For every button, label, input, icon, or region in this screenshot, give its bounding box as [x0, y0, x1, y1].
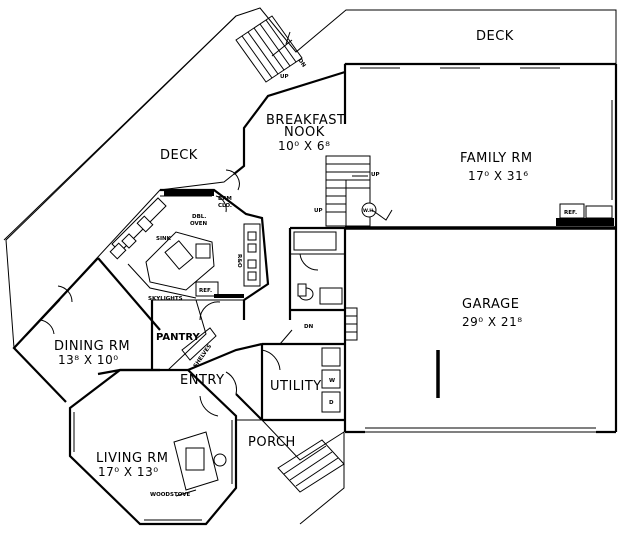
family-room	[343, 62, 618, 230]
label-breakfast-dim: 10⁰ X 6⁸	[278, 139, 330, 153]
label-pantry: PANTRY	[156, 332, 200, 343]
label-up-stair-2: UP	[314, 208, 323, 214]
label-wh: W.H.	[363, 208, 375, 214]
living-room	[68, 368, 238, 526]
label-r-o: R&O	[236, 254, 242, 268]
label-living-dim: 17⁰ X 13⁰	[98, 465, 159, 479]
label-porch: PORCH	[248, 435, 296, 450]
label-garage-dim: 29⁰ X 21⁸	[462, 315, 523, 329]
label-nook: NOOK	[284, 125, 325, 140]
label-ref-kitchen: REF.	[199, 288, 212, 294]
label-up-top: UP	[280, 74, 289, 80]
label-up-stair-1: UP	[371, 172, 380, 178]
garage	[343, 228, 618, 434]
kitchen	[109, 188, 270, 301]
breakfast-nook	[225, 70, 393, 227]
label-dining-rm: DINING RM	[54, 339, 130, 354]
label-ref-family: REF.	[564, 210, 577, 216]
utility-room	[260, 329, 345, 422]
label-d: D	[329, 400, 334, 406]
label-family-dim: 17⁰ X 31⁶	[468, 169, 529, 183]
label-dn-top: DN	[296, 58, 306, 69]
label-brm: BRM	[218, 196, 232, 202]
label-family-rm: FAMILY RM	[460, 151, 533, 166]
label-sink: SINK	[156, 236, 172, 242]
label-living-rm: LIVING RM	[96, 451, 168, 466]
label-deck-top: DECK	[476, 29, 514, 44]
label-clo: CLO.	[218, 203, 232, 209]
label-dbl: DBL.	[192, 214, 206, 220]
label-skylights: SKYLIGHTS	[148, 296, 183, 302]
label-woodstove: WOODSTOVE	[150, 492, 190, 498]
pantry	[150, 299, 246, 371]
label-dining-dim: 13⁸ X 10⁰	[58, 353, 119, 367]
label-shelves: SHELVES	[193, 344, 213, 370]
label-oven: OVEN	[190, 221, 208, 227]
entry-porch	[187, 342, 345, 525]
dining-room	[12, 257, 161, 403]
label-entry: ENTRY	[180, 373, 225, 388]
bath-area	[288, 226, 358, 341]
label-breakfast: BREAKFAST	[266, 113, 345, 128]
label-garage: GARAGE	[462, 297, 519, 312]
label-utility: UTILITY	[270, 379, 322, 394]
deck-stairs-top	[235, 15, 303, 83]
label-deck-left: DECK	[160, 148, 198, 163]
label-w: W	[329, 378, 335, 384]
label-dn-lower: DN	[304, 324, 314, 330]
